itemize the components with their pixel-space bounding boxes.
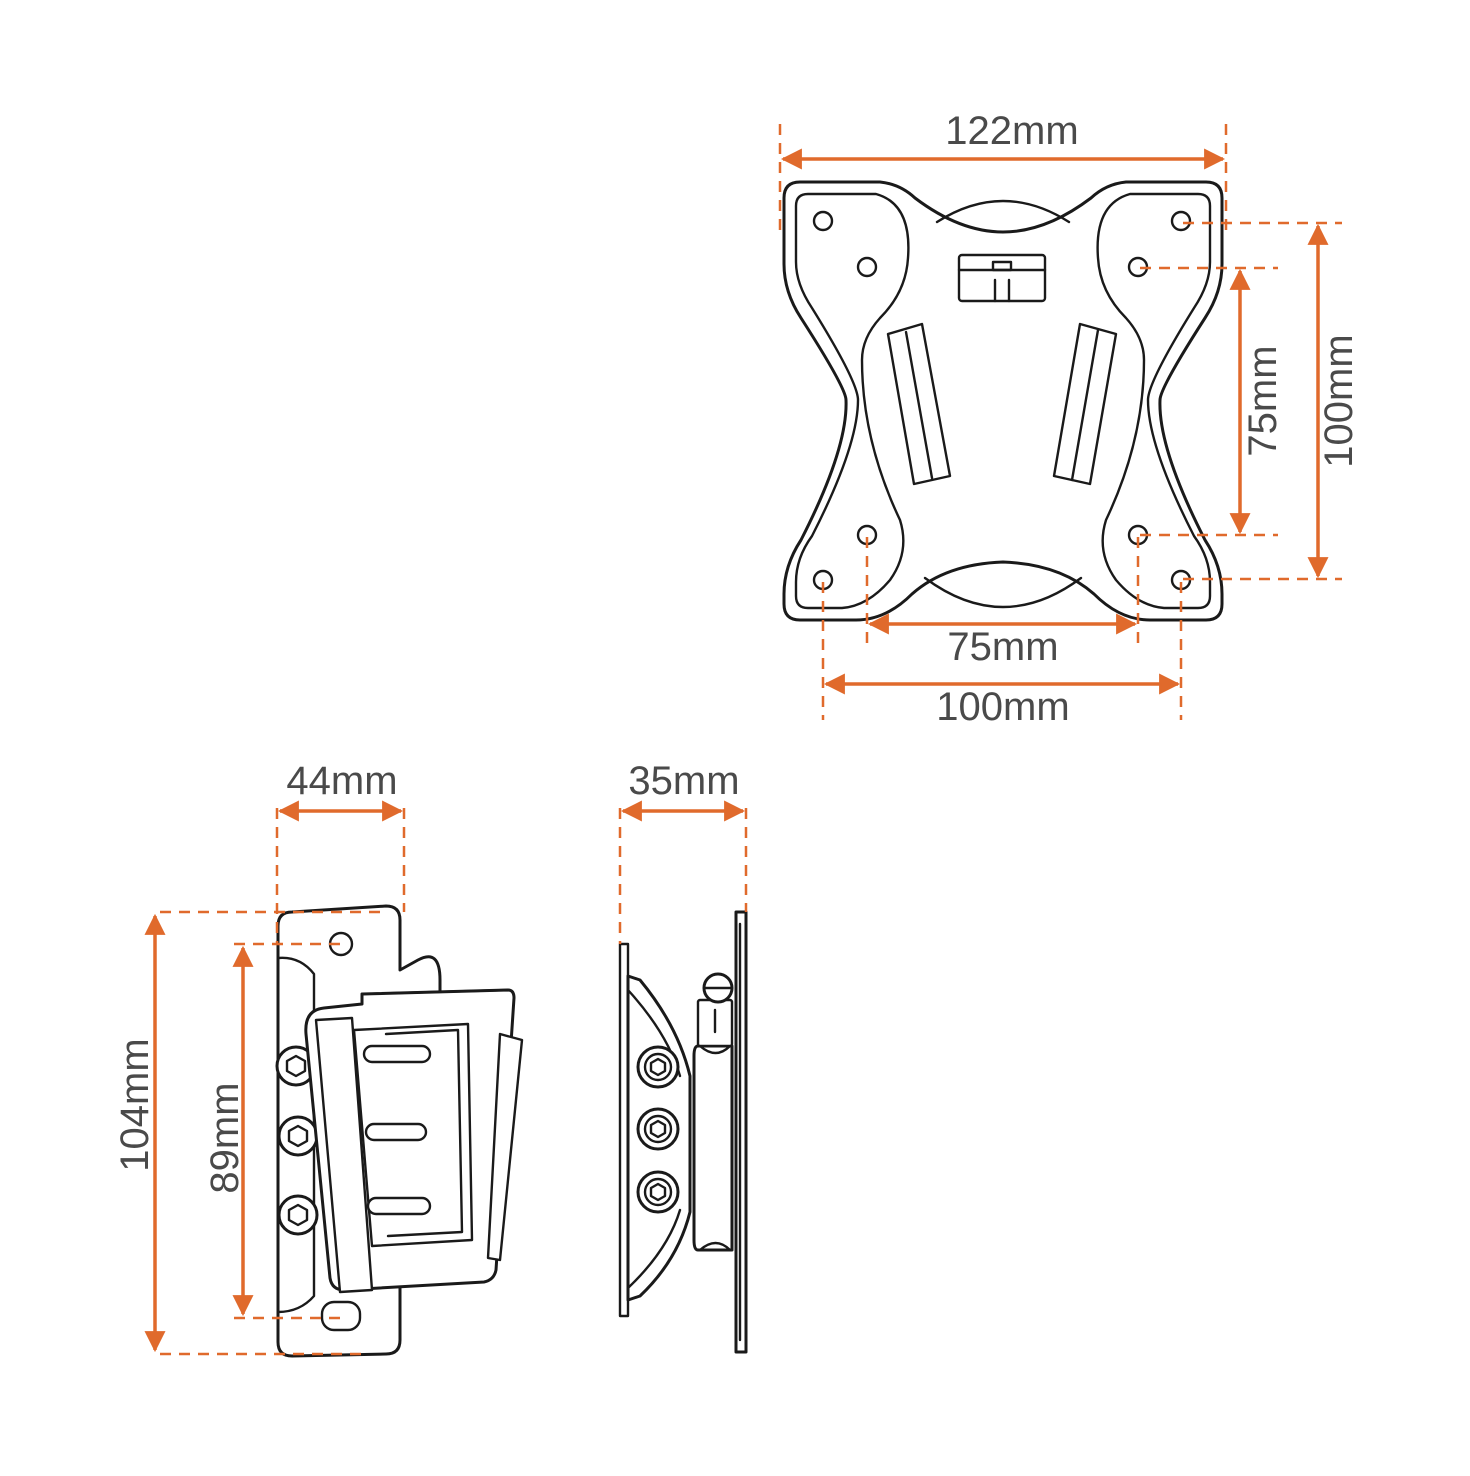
profile-depth-label: 35mm bbox=[628, 759, 739, 803]
side-view-bracket bbox=[275, 904, 524, 1358]
side-height-outer-label: 104mm bbox=[113, 1038, 157, 1171]
side-view-dimensions: 44mm 104mm 89mm bbox=[113, 759, 406, 1356]
mounting-slot-right bbox=[1052, 322, 1118, 486]
front-width-label: 122mm bbox=[945, 109, 1078, 153]
front-hole-width-outer-label: 100mm bbox=[936, 685, 1069, 729]
side-hex-bolts bbox=[275, 1045, 319, 1236]
front-view-plate bbox=[782, 180, 1224, 622]
front-hole-height-inner-label: 75mm bbox=[1241, 345, 1285, 456]
profile-bolts bbox=[636, 1045, 680, 1214]
side-height-inner-label: 89mm bbox=[203, 1082, 247, 1193]
side-width-label: 44mm bbox=[286, 759, 397, 803]
lock-clip bbox=[957, 253, 1047, 303]
profile-view-bracket bbox=[618, 910, 748, 1354]
side-rods bbox=[362, 1044, 432, 1216]
mounting-slot-left bbox=[886, 322, 952, 486]
front-hole-width-inner-label: 75mm bbox=[947, 625, 1058, 669]
front-view-dimensions: 122mm 100mm 75mm 75mm 100mm bbox=[778, 109, 1361, 729]
front-hole-height-outer-label: 100mm bbox=[1317, 334, 1361, 467]
profile-view-dimensions: 35mm bbox=[618, 759, 748, 944]
